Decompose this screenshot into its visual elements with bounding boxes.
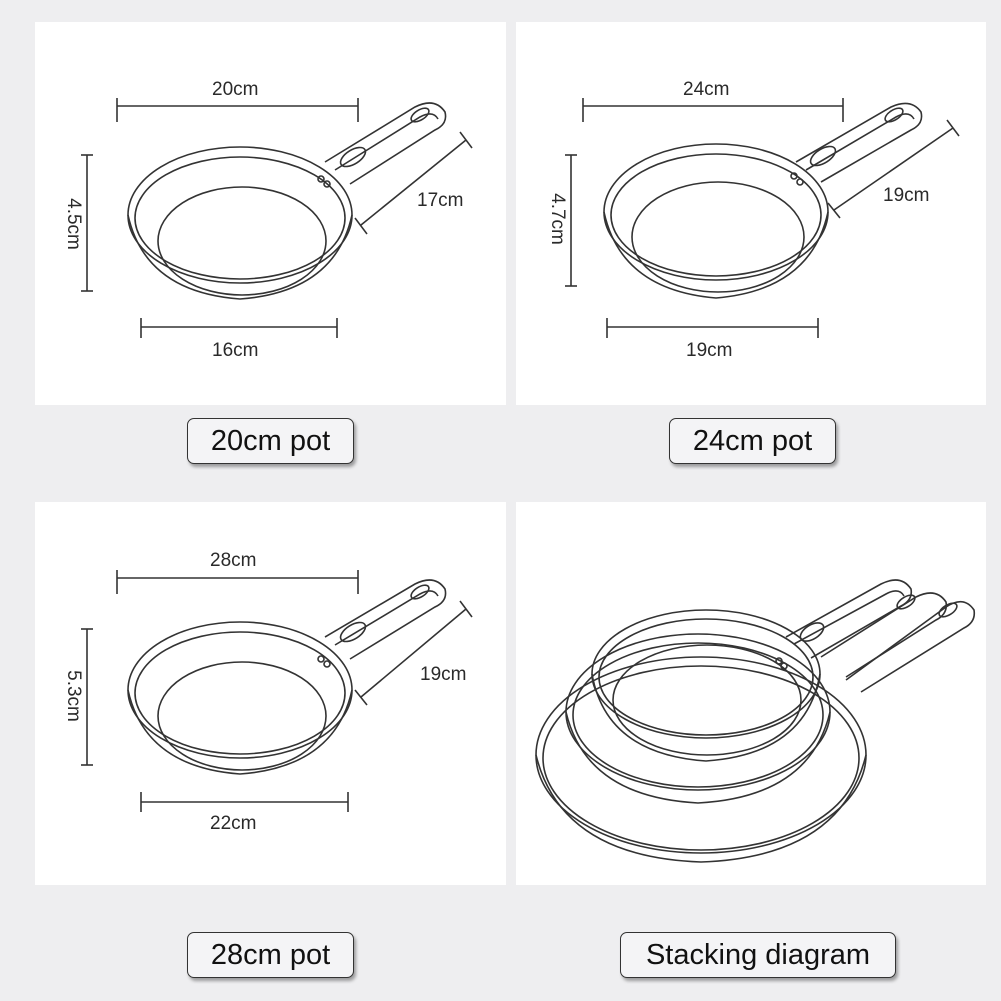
label-20cm-pot: 20cm pot: [187, 418, 354, 464]
handle-dimension-label: 17cm: [417, 190, 464, 211]
handle-dimension-label: 19cm: [883, 185, 930, 206]
panel-24cm: 24cm 4.7cm 19cm 19cm: [516, 22, 986, 405]
bottom-dimension-label: 19cm: [686, 340, 733, 361]
panel-28cm: 28cm 5.3cm 19cm 22cm: [35, 502, 506, 885]
handle-dimension-label: 19cm: [420, 664, 467, 685]
pan-24cm-drawing: [565, 98, 960, 338]
bottom-dimension-label: 22cm: [210, 813, 257, 834]
label-28cm-pot: 28cm pot: [187, 932, 354, 978]
height-dimension-label: 4.5cm: [62, 198, 84, 250]
panel-20cm: 20cm 4.5cm 17cm 16cm: [35, 22, 506, 405]
pan-28cm-drawing: [81, 570, 473, 812]
top-dimension-label: 20cm: [212, 79, 259, 100]
top-dimension-label: 24cm: [683, 79, 730, 100]
label-stacking-diagram: Stacking diagram: [620, 932, 896, 978]
top-dimension-label: 28cm: [210, 550, 257, 571]
height-dimension-label: 4.7cm: [546, 193, 568, 245]
pan-20cm-drawing: [81, 98, 473, 338]
bottom-dimension-label: 16cm: [212, 340, 259, 361]
label-24cm-pot: 24cm pot: [669, 418, 836, 464]
stacking-drawing: [535, 579, 976, 863]
height-dimension-label: 5.3cm: [62, 670, 84, 722]
panel-stacking: [516, 502, 986, 885]
